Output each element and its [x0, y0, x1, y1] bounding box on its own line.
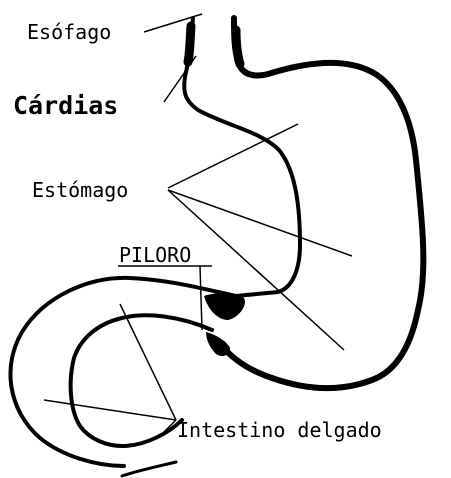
- label-cardias: Cárdias: [13, 91, 118, 120]
- intestino-leader-1: [120, 304, 176, 420]
- pyloric-sphincter-upper: [204, 293, 245, 320]
- label-intestino-delgado: Intestino delgado: [177, 418, 382, 442]
- estomago-leader-1: [168, 124, 298, 188]
- pyloric-sphincter-lower: [206, 332, 230, 356]
- label-piloro: PILORO: [119, 243, 191, 267]
- estomago-leader-3: [168, 190, 344, 350]
- stomach-outline: [10, 18, 423, 476]
- estomago-leader-2: [168, 190, 352, 256]
- label-esofago: Esófago: [27, 20, 111, 44]
- pyloric-sphincter: [204, 293, 245, 356]
- piloro-leader: [200, 266, 202, 330]
- intestino-leader-2: [44, 400, 176, 420]
- cardias-thickening-right: [236, 30, 240, 64]
- intestine-fragment: [122, 462, 176, 476]
- cardias-thickening-left: [188, 26, 191, 62]
- cardias-leader: [164, 56, 196, 102]
- esophagus-right-wall: [222, 18, 423, 388]
- leader-lines: [44, 14, 352, 438]
- label-estomago: Estómago: [32, 178, 128, 202]
